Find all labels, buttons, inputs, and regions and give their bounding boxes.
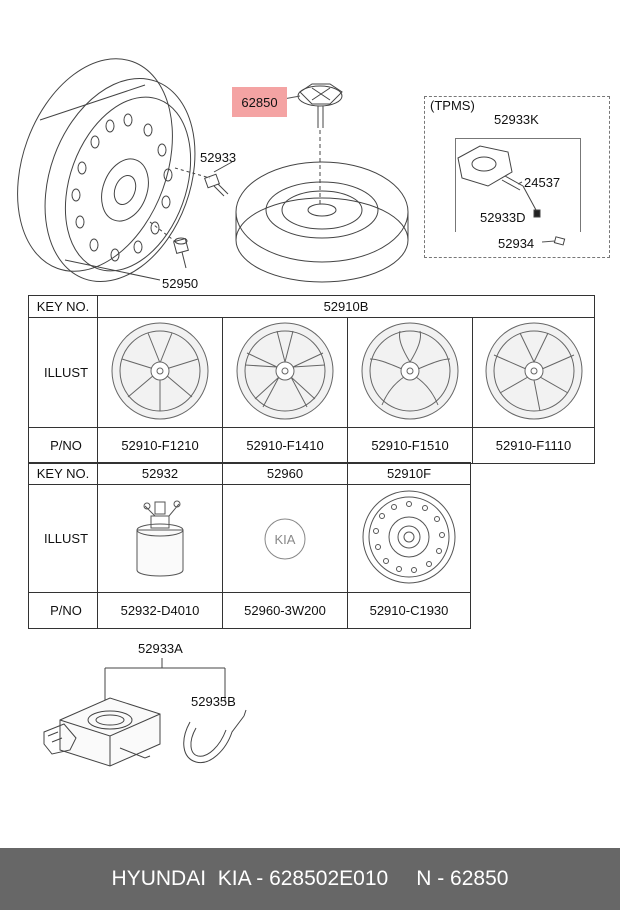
part-number-cell: 52960-3W200 [222,592,348,629]
alloy-wheel-icon [485,322,582,420]
steel-wheel-holes [71,113,173,262]
table2-key-label: KEY NO. [28,462,98,485]
sealant-bottle-illust [97,484,223,593]
part-number-cell: 52910-F1210 [97,427,223,464]
steel-spare-wheel-illust [347,484,471,593]
sealant-bottle-icon [136,500,184,577]
emblem-text: KIA [275,532,296,547]
callout-tpms-valve: 24537 [524,175,561,190]
part-number-cell: 52910-F1110 [472,427,595,464]
part-number-cell: 52910-F1510 [347,427,473,464]
callout-spare-holder-highlight: 62850 [232,87,287,117]
table2-key-cell: 52910F [347,462,471,485]
part-number-cell: 52932-D4010 [97,592,223,629]
table2-key-cell: 52960 [222,462,348,485]
alloy-wheel-icon [361,322,459,420]
compressor-kit-drawing [43,658,247,767]
callout-compressor-kit: 52933A [138,641,183,656]
steel-spare-wheel-icon [362,490,456,584]
footer-reference-number: N - 62850 [416,867,509,890]
alloy-wheel-illust-1 [97,317,223,428]
callout-tpms-nut: 52933D [480,210,526,225]
accessory-table: KEY NO. 52932 52960 52910F ILLUST KIA [28,462,471,629]
table2-illust-label: ILLUST [28,484,98,593]
callout-tpms-core: 52934 [498,236,535,251]
spare-holder-drawing [297,83,343,205]
part-number-cell: 52910-C1930 [347,592,471,629]
tpms-sensor-drawing [457,145,566,246]
kia-emblem-icon: KIA [264,518,306,559]
alloy-wheel-icon [111,322,209,420]
alloy-wheel-illust-2 [222,317,348,428]
callout-hose: 52935B [191,694,236,709]
spare-wheel-holes [373,501,445,573]
table1-key-value: 52910B [97,295,595,318]
spare-tire-drawing [235,161,409,283]
callout-tpms-title: (TPMS) [430,98,475,113]
alloy-wheel-illust-4 [472,317,595,428]
table2-key-cell: 52932 [97,462,223,485]
steel-wheel-drawing [17,58,196,283]
tpms-kit-box [455,138,581,232]
part-footer-bar: HYUNDAI KIA - 628502E010 N - 62850 [0,848,620,910]
table1-illust-label: ILLUST [28,317,98,428]
callout-wheel-bolt: 52933 [200,150,237,165]
footer-brand-part-number: HYUNDAI KIA - 628502E010 [111,867,389,890]
table1-key-label: KEY NO. [28,295,98,318]
alloy-wheel-icon [236,322,334,420]
wheel-bolt-drawing [174,161,233,197]
tpms-group-box [424,96,610,258]
alloy-wheel-table: KEY NO. 52910B ILLUST [28,295,595,464]
part-number-cell: 52910-F1410 [222,427,348,464]
emblem-illust: KIA [222,484,348,593]
lug-nut-drawing [149,221,189,269]
callout-tpms-kit: 52933K [494,112,539,127]
callout-lug-nut: 52950 [162,276,199,291]
table1-pno-label: P/NO [28,427,98,464]
alloy-wheel-illust-3 [347,317,473,428]
table2-pno-label: P/NO [28,592,98,629]
